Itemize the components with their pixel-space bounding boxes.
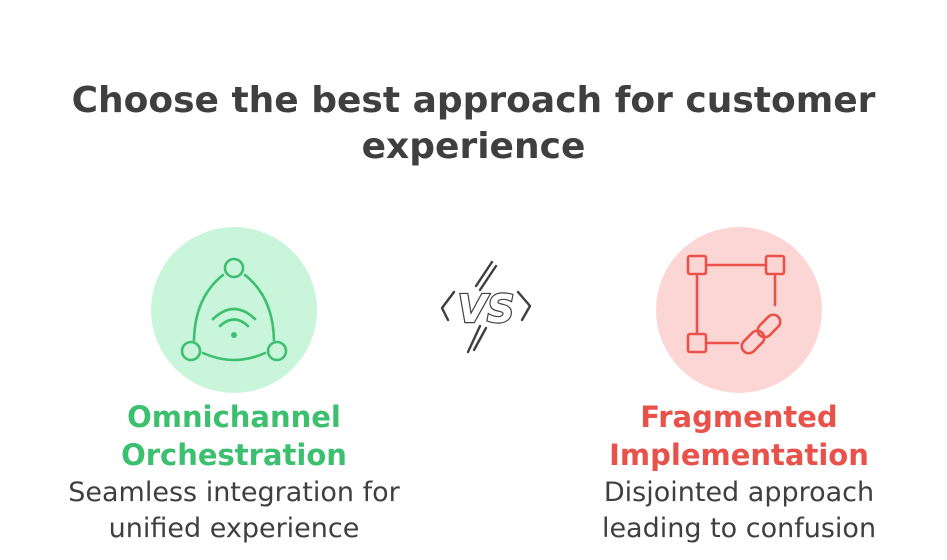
omnichannel-desc-line-2: unified experience [108,513,360,544]
fragmented-description: Disjointed approach leading to confusion [549,475,929,547]
page-title: Choose the best approach for customer ex… [0,78,947,170]
vs-text: VS [458,287,515,331]
lightning-vs-icon: VS [440,260,532,354]
omnichannel-circle [151,227,317,393]
omnichannel-desc-line-1: Seamless integration for [68,477,400,508]
broken-link-square-icon [686,254,786,355]
title-line-1: Choose the best approach for customer [71,80,876,121]
fragmented-desc-line-2: leading to confusion [601,513,877,544]
wireless-network-icon [180,257,288,362]
omnichannel-description: Seamless integration for unified experie… [44,475,424,547]
omnichannel-title: Omnichannel Orchestration [44,398,424,474]
fragmented-title-line-2: Implementation [609,438,869,472]
fragmented-title: Fragmented Implementation [549,398,929,474]
vs-badge: VS [438,256,534,360]
omnichannel-title-line-2: Orchestration [121,438,347,472]
fragmented-circle [656,227,822,393]
fragmented-title-line-1: Fragmented [640,400,838,434]
title-line-2: experience [361,126,586,167]
fragmented-desc-line-1: Disjointed approach [603,477,875,508]
omnichannel-title-line-1: Omnichannel [127,400,341,434]
